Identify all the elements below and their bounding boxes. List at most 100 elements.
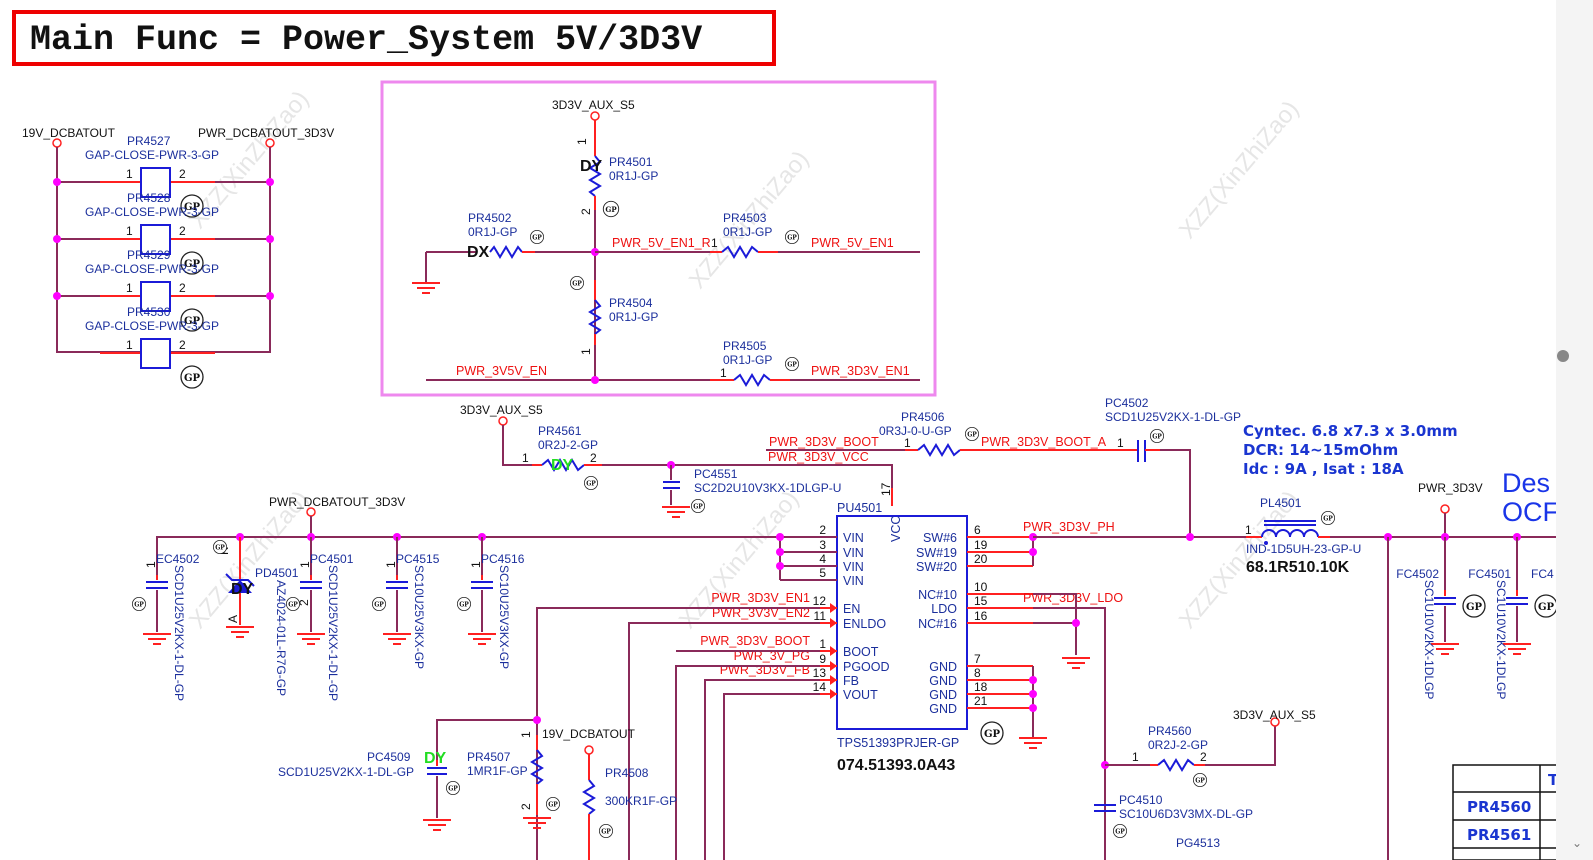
power-port-icon (590, 111, 600, 121)
gp-mark-icon (446, 781, 460, 795)
pin-number: 2 (179, 224, 186, 238)
ic-pin-number: 2 (819, 523, 826, 537)
gap-pad (140, 224, 171, 255)
cap-ref: FC4501 (1468, 567, 1511, 581)
power-port-icon (498, 416, 508, 426)
ic-pin-number: 6 (974, 523, 981, 537)
inductor-note-1: Cyntec. 6.8 x7.3 x 3.0mm (1243, 422, 1458, 440)
cap-value: SC10U25V3KX-GP (497, 565, 511, 669)
gp-mark-icon (1150, 429, 1164, 443)
svg-text:1: 1 (711, 236, 718, 250)
pin-number: 1 (126, 338, 133, 352)
pin-number: 1 (384, 561, 398, 568)
gp-mark-icon (584, 476, 598, 490)
pc4551-ref: PC4551 (694, 467, 738, 481)
gp-mark-icon (602, 200, 620, 218)
net-pwr-3d3v-ph: PWR_3D3V_PH (1023, 520, 1115, 534)
net-label-3d3v-aux-vcc: 3D3V_AUX_S5 (460, 403, 543, 417)
ic-pin-number: 18 (974, 680, 988, 694)
ic-pin-name: GND (929, 674, 957, 688)
cap-ref: PC4501 (310, 552, 354, 566)
ic-net-label: PWR_3D3V_EN1 (711, 591, 810, 605)
gp-mark-icon (1113, 824, 1127, 838)
pr4501-ref: PR4501 (609, 155, 653, 169)
pl4501-ref: PL4501 (1260, 496, 1302, 510)
pr4560-value: 0R2J-2-GP (1148, 738, 1208, 752)
pr4507-value: 1MR1F-GP (467, 764, 528, 778)
pin-number: 2 (179, 167, 186, 181)
ic-vcc-label: VCC (889, 516, 903, 542)
gp-mark-icon (965, 427, 979, 441)
net-pwr-3d3v-en1: PWR_3D3V_EN1 (811, 364, 910, 378)
ground-icon (661, 506, 691, 518)
net-pwr-5v-en1: PWR_5V_EN1 (811, 236, 894, 250)
gp-mark-icon (570, 276, 584, 290)
ic-pin-number: 9 (819, 652, 826, 666)
ic-pin-name: GND (929, 688, 957, 702)
ic-ref: PU4501 (837, 501, 882, 515)
svg-text:1: 1 (575, 138, 589, 145)
pd4501-value: AZ4024-01L-R7G-GP (274, 580, 288, 696)
pr4501-value: 0R1J-GP (609, 169, 658, 183)
gp-mark-icon (599, 824, 613, 838)
ic-net-label: PWR_3V3V_EN2 (712, 606, 810, 620)
gp-mark-icon (980, 721, 1004, 745)
pin-number: 2 (179, 281, 186, 295)
ic-pin-number: 11 (814, 609, 827, 623)
scroll-down-icon[interactable]: ⌄ (1572, 836, 1583, 850)
inductor-note-3: Idc : 9A , Isat : 18A (1243, 460, 1404, 478)
net-pwr-3v5v-en: PWR_3V5V_EN (456, 364, 547, 378)
svg-text:1: 1 (579, 348, 593, 355)
scrollbar-thumb[interactable] (1557, 350, 1569, 362)
net-label-3d3v-aux-bottom: 3D3V_AUX_S5 (1233, 708, 1316, 722)
net-label-19v: 19V_DCBATOUT (22, 126, 116, 140)
svg-text:1: 1 (519, 731, 533, 738)
dy-tag-pr4561: DY (551, 457, 574, 474)
pr4561-ref: PR4561 (538, 424, 582, 438)
gp-mark-icon (1193, 773, 1207, 787)
ground-icon (411, 282, 441, 294)
pr4560-ref: PR4560 (1148, 724, 1192, 738)
ic-pin-name: SW#20 (916, 560, 957, 574)
net-pwr-3d3v-boot: PWR_3D3V_BOOT (769, 435, 879, 449)
gap-value: GAP-CLOSE-PWR-3-GP (85, 205, 219, 219)
pin-number: 2 (297, 599, 311, 606)
svg-text:1: 1 (1132, 750, 1139, 764)
gap-close-block: 19V_DCBATOUT PWR_DCBATOUT_3D3V PR4527GAP… (22, 126, 334, 389)
cap-ref: FC4502 (1396, 567, 1439, 581)
cap-value: SC1U10V2KX-1DLGP (1494, 580, 1508, 699)
power-port-icon (52, 138, 62, 148)
ic-pn: 074.51393.0A43 (837, 757, 955, 774)
cap-value: SC1U10V2KX-1DLGP (1422, 580, 1436, 699)
ic-pin-number: 8 (974, 666, 981, 680)
ground-icon (225, 626, 255, 638)
bottom-block: 1 2 PR4507 1MR1F-GP 19V_DCBATOUT DY PC45… (278, 607, 1316, 860)
gp-mark-icon (132, 597, 146, 611)
net-pwr-3d3v-vcc: PWR_3D3V_VCC (768, 450, 869, 464)
pr4507-ref: PR4507 (467, 750, 511, 764)
ic-pin-number: 21 (974, 694, 988, 708)
pc4510-value: SC10U6D3V3MX-DL-GP (1119, 807, 1253, 821)
scrollbar-track[interactable] (1556, 0, 1593, 860)
power-port-icon (1270, 717, 1280, 727)
ic-pin-number: 7 (974, 652, 981, 666)
gp-mark-icon (785, 230, 799, 244)
bom-table: T PR4560 PR4561 (1452, 764, 1574, 860)
ocf-text: OCF (1502, 497, 1559, 527)
gp-mark-icon (785, 357, 799, 371)
ic-net-label: PWR_3V_PG (734, 649, 810, 663)
gp-mark-icon (1534, 594, 1558, 618)
pc4502-value: SCD1U25V2KX-1-DL-GP (1105, 410, 1241, 424)
cap-ref: FC4 (1531, 567, 1554, 581)
ic-pin-number: 1 (819, 637, 826, 651)
gap-ref: PR4527 (127, 134, 171, 148)
pr4503-value: 0R1J-GP (723, 225, 772, 239)
pl4501-pn: 68.1R510.10K (1246, 559, 1350, 576)
net-pwr-5v-en1-r: PWR_5V_EN1_R (612, 236, 711, 250)
dy-tag-pc4509: DY (424, 750, 447, 767)
net-label-19v-bottom: 19V_DCBATOUT (542, 727, 636, 741)
gp-mark-icon (546, 797, 560, 811)
svg-text:2: 2 (579, 208, 593, 215)
vcc-boot-block: 3D3V_AUX_S5 1 2 DY PR4561 0R2J-2-GP PC45… (460, 396, 1241, 537)
